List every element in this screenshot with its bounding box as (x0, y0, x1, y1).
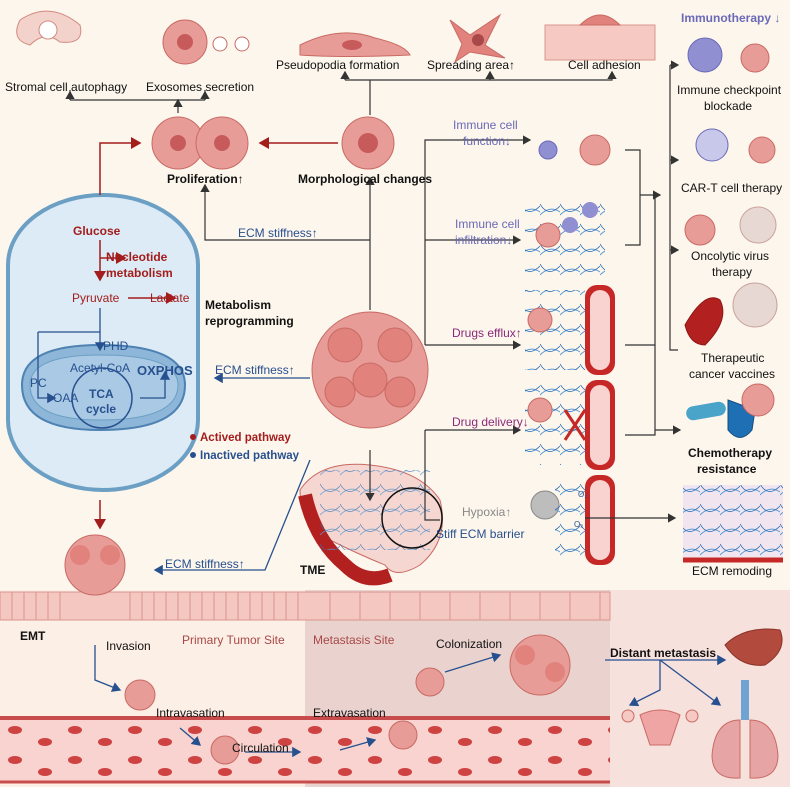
label-morph: Morphological changes (298, 172, 432, 186)
label-drug-efflux: Drugs efflux↑ (452, 326, 522, 340)
checkpoint-illustration (687, 37, 770, 73)
label-metab-2: reprogramming (205, 314, 294, 328)
label-adhesion: Cell adhesion (568, 58, 641, 72)
legend-inactive: Inactived pathway (200, 450, 300, 462)
label-oxphos: OXPHOS (137, 363, 193, 378)
label-immune-func-2: function↓ (463, 134, 511, 148)
cell-adhesion-icon (544, 14, 656, 61)
cart-illustration (695, 128, 776, 164)
epithelium (0, 591, 611, 621)
circulating-cell (210, 735, 240, 765)
label-metab-1: Metabolism (205, 298, 271, 312)
label-immunotherapy: Immunotherapy ↓ (681, 11, 780, 25)
colonization-cluster (509, 634, 571, 696)
label-onco-2: therapy (712, 265, 752, 279)
label-tme: TME (300, 563, 325, 577)
immune-function-illustration (538, 134, 611, 166)
label-cart: CAR-T cell therapy (681, 181, 782, 195)
hypoxia-illustration (530, 475, 615, 565)
tme-illustration (298, 463, 443, 586)
label-spreading: Spreading area↑ (427, 58, 515, 72)
exosome-cell-icon (162, 19, 250, 65)
chemo-illustration (686, 383, 775, 438)
label-nucleotide-1: Nucleotide (106, 250, 168, 264)
label-glucose: Glucose (73, 224, 121, 238)
zoom-circle (381, 487, 443, 549)
spreading-cell-icon (449, 13, 506, 64)
label-circulation: Circulation (232, 741, 289, 755)
label-metastasis-site: Metastasis Site (313, 633, 395, 647)
label-lactate: Lactate (150, 291, 190, 305)
label-chemo-2: resistance (697, 462, 757, 476)
label-pseudopodia: Pseudopodia formation (276, 58, 399, 72)
extravasation-cell (388, 720, 418, 750)
label-vaccine-2: cancer vaccines (689, 367, 775, 381)
label-ecm-remod: ECM remoding (692, 564, 772, 578)
proliferating-cell-icon (151, 116, 249, 170)
label-colonization: Colonization (436, 637, 502, 651)
label-phd: PHD (103, 339, 129, 353)
vaccine-illustration (684, 282, 778, 346)
label-pyruvate: Pyruvate (72, 291, 120, 305)
label-ecm-stiffness-2: ECM stiffness↑ (215, 363, 295, 377)
label-tca-2: cycle (86, 402, 116, 416)
legend-active: Actived pathway (200, 432, 291, 444)
label-acetyl: Acetyl-CoA (70, 361, 130, 375)
label-stromal: Stromal cell autophagy (5, 80, 127, 94)
lungs-icon (711, 680, 779, 779)
label-ecm-stiffness-1: ECM stiffness↑ (238, 226, 318, 240)
stromal-cell-icon (16, 10, 82, 46)
migrating-cell (415, 667, 445, 697)
label-intravasation: Intravasation (156, 706, 225, 720)
label-primary-site: Primary Tumor Site (182, 633, 285, 647)
label-exosomes: Exosomes secretion (146, 80, 254, 94)
liver-icon (724, 628, 783, 666)
label-o2-b: O₂ (574, 520, 583, 529)
label-checkpoint-2: blockade (704, 99, 752, 113)
label-ecm-stiffness-3: ECM stiffness↑ (165, 557, 245, 571)
drug-delivery-illustration (525, 380, 615, 470)
label-immune-func-1: Immune cell (453, 118, 518, 132)
drug-efflux-illustration (525, 285, 615, 375)
pseudopodia-cell-icon (299, 32, 411, 57)
label-pc: PC (30, 376, 47, 390)
label-checkpoint-1: Immune checkpoint (677, 83, 782, 97)
tumor-mass (311, 311, 429, 429)
label-distant: Distant metastasis (610, 646, 716, 660)
label-extravasation: Extravasation (313, 706, 386, 720)
label-o2-a: O₂ (578, 490, 587, 499)
morphology-cell-icon (341, 116, 395, 170)
oncolytic-illustration (684, 206, 777, 246)
label-proliferation: Proliferation↑ (167, 172, 244, 186)
label-immune-inf-1: Immune cell (455, 217, 520, 231)
label-nucleotide-2: metabolism (106, 266, 173, 280)
label-barrier: Stiff ECM barrier (436, 527, 524, 541)
label-oaa: OAA (53, 391, 78, 405)
label-invasion: Invasion (106, 639, 151, 653)
label-hypoxia: Hypoxia↑ (462, 505, 511, 519)
emt-tumor-cluster (64, 534, 126, 596)
immune-infiltration-illustration (525, 200, 605, 275)
label-immune-inf-2: infiltration↓ (455, 233, 512, 247)
label-emt: EMT (20, 629, 46, 643)
label-drug-delivery: Drug delivery↓ (452, 415, 529, 429)
label-vaccine-1: Therapeutic (701, 351, 764, 365)
label-onco-1: Oncolytic virus (691, 249, 769, 263)
label-chemo-1: Chemotherapy (688, 446, 772, 460)
ecm-remodeling-illustration (683, 485, 783, 563)
uterus-icon (621, 709, 699, 746)
label-tca-1: TCA (89, 387, 114, 401)
intravasation-cell (124, 679, 156, 711)
